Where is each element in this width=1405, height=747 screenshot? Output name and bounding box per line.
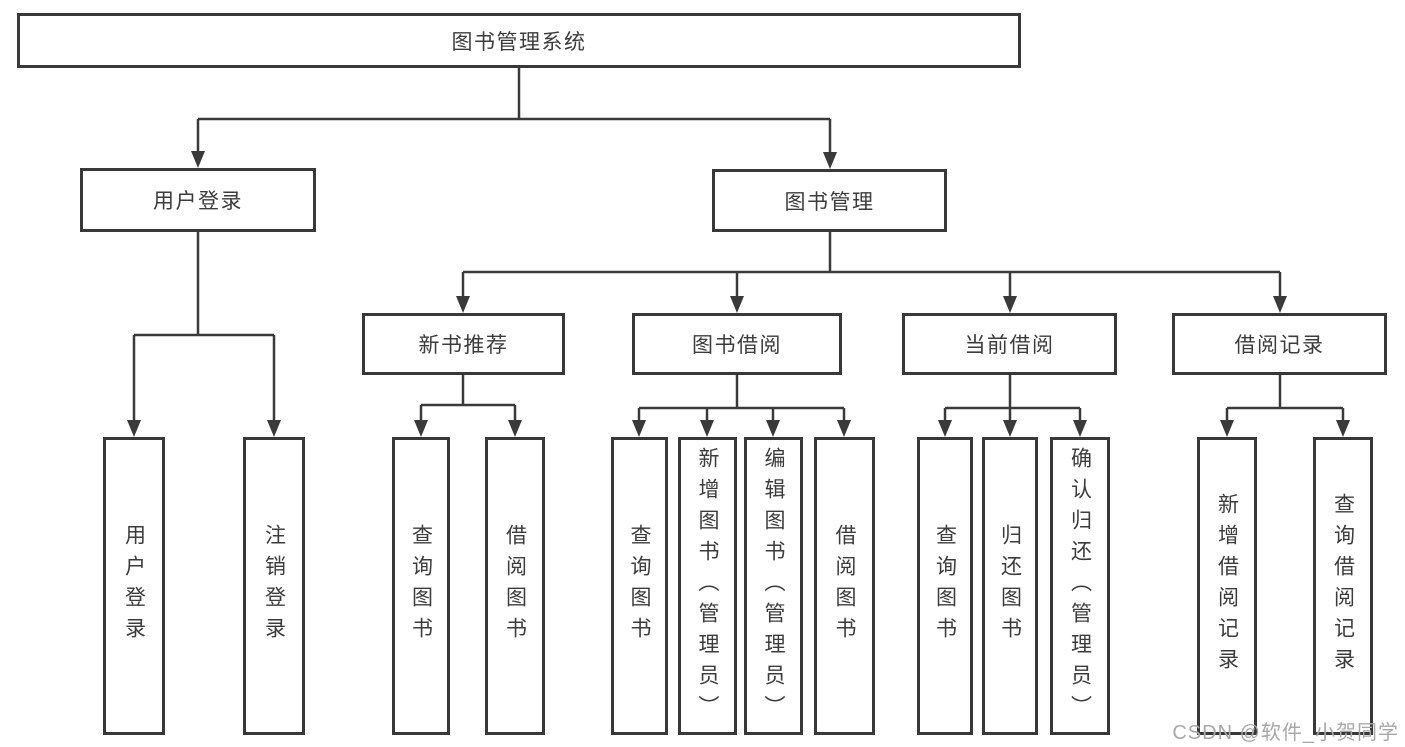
arrowhead-icon bbox=[730, 296, 744, 313]
node-label: 图书管理系统 bbox=[451, 30, 587, 54]
node-label: 借阅记录 bbox=[1234, 334, 1325, 357]
arrowhead-icon bbox=[1003, 296, 1017, 313]
arrowhead-icon bbox=[508, 420, 522, 437]
node-label: 当前借阅 bbox=[964, 334, 1055, 357]
connector-book-borrow-children bbox=[637, 375, 846, 424]
node-label: 查询图书 bbox=[933, 524, 957, 648]
node-label: 借阅图书 bbox=[503, 524, 527, 648]
leaf-add-borrow-record: 新增借阅记录 bbox=[1197, 437, 1257, 735]
node-label: 图书借阅 bbox=[692, 334, 782, 357]
node-label: 图书管理 bbox=[784, 190, 875, 214]
leaf-query-borrow-record: 查询借阅记录 bbox=[1313, 437, 1373, 735]
arrowhead-icon bbox=[1220, 420, 1234, 437]
arrowhead-icon bbox=[766, 420, 780, 437]
node-current-borrowing: 当前借阅 bbox=[902, 313, 1117, 375]
node-label: 确认归还（管理员） bbox=[1068, 446, 1092, 726]
leaf-query-books-borrowing: 查询图书 bbox=[611, 437, 668, 735]
node-label: 新增借阅记录 bbox=[1215, 493, 1239, 679]
connector-current-borrow-children bbox=[943, 375, 1082, 424]
arrowhead-icon bbox=[938, 420, 952, 437]
arrowhead-icon bbox=[414, 420, 428, 437]
connector-root-children bbox=[196, 68, 832, 154]
connector-book-mgmt-children bbox=[461, 232, 1282, 300]
node-label: 用户登录 bbox=[153, 190, 243, 213]
node-book-management: 图书管理 bbox=[712, 169, 947, 232]
watermark: CSDN @软件_小贺同学 bbox=[1172, 722, 1399, 744]
leaf-query-books-recommend: 查询图书 bbox=[392, 437, 450, 735]
node-book-borrowing: 图书借阅 bbox=[632, 313, 842, 375]
node-label: 归还图书 bbox=[998, 524, 1022, 648]
leaf-borrow-books-borrowing: 借阅图书 bbox=[814, 437, 875, 735]
node-root: 图书管理系统 bbox=[17, 13, 1021, 68]
leaf-return-books: 归还图书 bbox=[982, 437, 1038, 735]
connector-user-login-children bbox=[132, 232, 276, 424]
leaf-borrow-books-recommend: 借阅图书 bbox=[485, 437, 545, 735]
arrowhead-icon bbox=[1336, 420, 1350, 437]
node-label: 注销登录 bbox=[262, 524, 286, 648]
arrowhead-icon bbox=[632, 420, 646, 437]
node-label: 查询图书 bbox=[628, 524, 651, 648]
leaf-confirm-return-admin: 确认归还（管理员） bbox=[1050, 437, 1110, 735]
node-label: 查询图书 bbox=[409, 524, 433, 648]
node-label: 用户登录 bbox=[122, 524, 146, 648]
arrowhead-icon bbox=[191, 151, 205, 168]
node-user-login: 用户登录 bbox=[80, 168, 316, 232]
node-new-book-recommendation: 新书推荐 bbox=[362, 313, 565, 375]
node-borrowing-records: 借阅记录 bbox=[1172, 313, 1387, 375]
node-label: 查询借阅记录 bbox=[1331, 493, 1355, 679]
node-label: 新书推荐 bbox=[418, 334, 509, 357]
connector-new-book-rec-children bbox=[419, 375, 517, 424]
arrowhead-icon bbox=[1273, 296, 1287, 313]
arrowhead-icon bbox=[823, 152, 837, 169]
arrowhead-icon bbox=[267, 420, 281, 437]
arrowhead-icon bbox=[837, 420, 851, 437]
arrowhead-icon bbox=[456, 296, 470, 313]
leaf-edit-books-admin: 编辑图书（管理员） bbox=[744, 437, 803, 735]
leaf-query-books-current: 查询图书 bbox=[917, 437, 973, 735]
leaf-user-login: 用户登录 bbox=[103, 437, 165, 735]
connector-borrow-records-children bbox=[1225, 375, 1345, 424]
node-label: 编辑图书（管理员） bbox=[762, 446, 785, 726]
node-label: 借阅图书 bbox=[833, 524, 856, 648]
leaf-add-books-admin: 新增图书（管理员） bbox=[678, 437, 737, 735]
arrowhead-icon bbox=[1003, 420, 1017, 437]
node-label: 新增图书（管理员） bbox=[696, 446, 719, 726]
arrowhead-icon bbox=[127, 420, 141, 437]
leaf-logout: 注销登录 bbox=[243, 437, 305, 735]
arrowhead-icon bbox=[1073, 420, 1087, 437]
arrowhead-icon bbox=[700, 420, 714, 437]
